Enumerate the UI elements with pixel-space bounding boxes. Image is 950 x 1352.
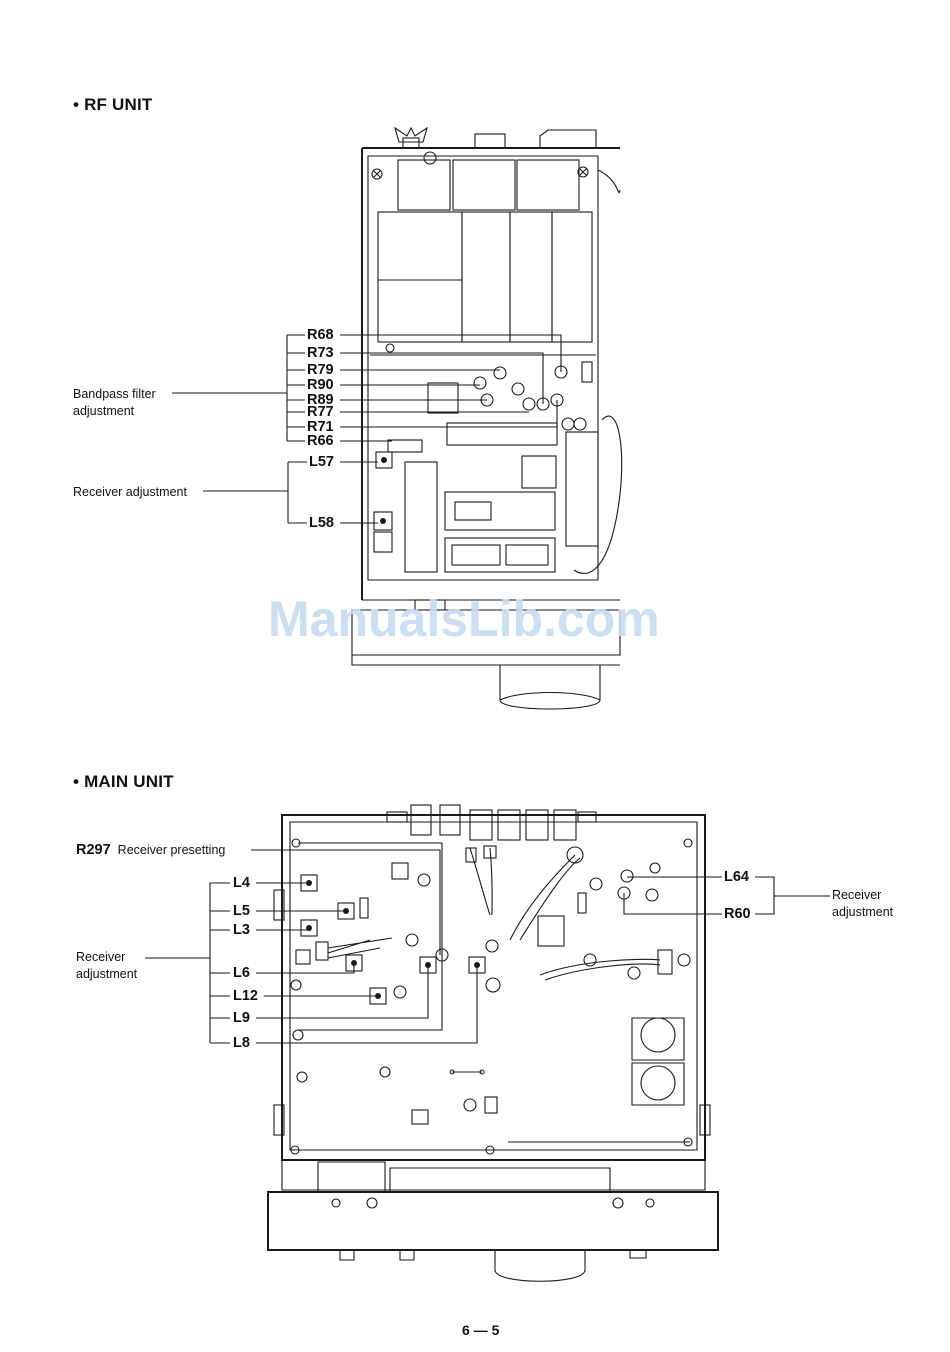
label-r60: R60 — [724, 906, 751, 922]
rf-unit-heading: • RF UNIT — [73, 95, 153, 115]
label-r66: R66 — [307, 433, 334, 449]
rf-receiver-leaders — [203, 462, 378, 523]
label-l5: L5 — [233, 903, 250, 919]
rf-bandpass-leaders — [172, 335, 561, 441]
label-l12: L12 — [233, 988, 258, 1004]
label-l9: L9 — [233, 1010, 250, 1026]
r297-label: R297 Receiver presetting — [76, 841, 225, 859]
watermark: ManualsLib.com — [268, 590, 660, 648]
label-l8: L8 — [233, 1035, 250, 1051]
main-left-leaders — [145, 850, 477, 1043]
label-l64: L64 — [724, 869, 749, 885]
label-r90: R90 — [307, 377, 334, 393]
label-l57: L57 — [309, 454, 334, 470]
main-right-group-line1: Receiver — [832, 886, 881, 904]
label-r297: R297 — [76, 842, 111, 858]
label-r77: R77 — [307, 404, 334, 420]
label-l6: L6 — [233, 965, 250, 981]
rf-receiver-group-label: Receiver adjustment — [73, 483, 187, 501]
bandpass-group-label-line2: adjustment — [73, 402, 134, 420]
main-unit-heading: • MAIN UNIT — [73, 772, 174, 792]
main-left-group-line2: adjustment — [76, 965, 137, 983]
main-right-group-line2: adjustment — [832, 903, 893, 921]
page-number: 6 — 5 — [462, 1322, 499, 1338]
label-r79: R79 — [307, 362, 334, 378]
r297-description: Receiver presetting — [118, 843, 226, 857]
label-l58: L58 — [309, 515, 334, 531]
bandpass-group-label-line1: Bandpass filter — [73, 385, 156, 403]
label-r68: R68 — [307, 327, 334, 343]
label-l3: L3 — [233, 922, 250, 938]
label-l4: L4 — [233, 875, 250, 891]
label-r73: R73 — [307, 345, 334, 361]
main-left-group-line1: Receiver — [76, 948, 125, 966]
